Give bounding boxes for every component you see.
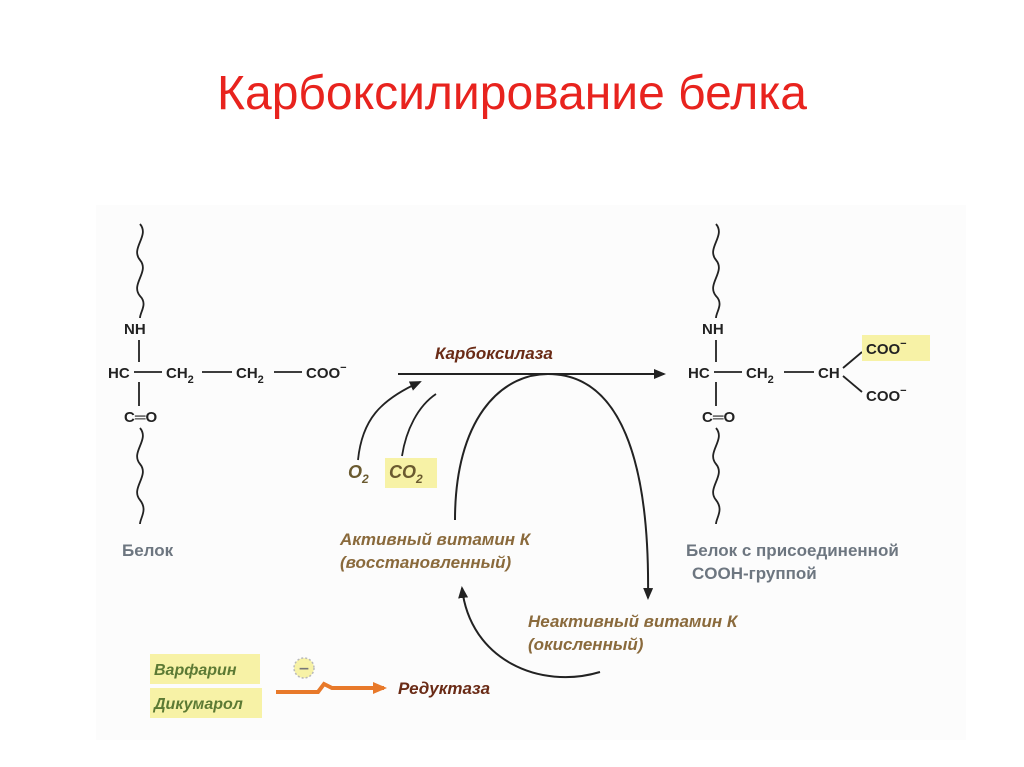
- right-bond-up: [842, 351, 863, 369]
- o2-arrow: [357, 381, 422, 461]
- right-coo-bottom: COO−: [866, 385, 907, 405]
- left-protein-chain-top: [136, 223, 145, 319]
- reductase-label: Редуктаза: [398, 679, 490, 698]
- left-protein-chain-bottom: [136, 427, 145, 525]
- inhibition-minus-sign: −: [298, 661, 310, 677]
- warfarin-label: Варфарин: [154, 662, 237, 679]
- left-ch2a-group: CH2: [166, 365, 194, 386]
- left-ch2b-group: CH2: [236, 365, 264, 386]
- inhibition-minus-icon: [293, 657, 315, 679]
- active-vitamin-label-2: (восстановленный): [340, 553, 512, 572]
- right-protein-chain-top: [712, 223, 721, 319]
- right-ch-label: CH: [818, 365, 840, 382]
- active-vitamin-label-1: Активный витамин К: [339, 530, 532, 549]
- right-protein-label-2: COOH-группой: [692, 564, 817, 583]
- right-hc-label: HC: [688, 365, 710, 382]
- co2-label: CO2: [389, 462, 423, 486]
- inactive-vitamin-label-2: (окисленный): [528, 635, 644, 654]
- left-coo-group: COO−: [306, 362, 347, 382]
- right-bond-down: [842, 375, 863, 393]
- vitamin-regeneration-arrow: [458, 586, 601, 679]
- new-coo-highlight: [862, 335, 930, 361]
- right-nh-label: NH: [702, 321, 724, 338]
- inhibition-arrow: [276, 681, 387, 694]
- left-co-label: C═O: [124, 409, 157, 426]
- right-co-label: C═O: [702, 409, 735, 426]
- vitamin-cycle-arc: [454, 372, 654, 600]
- right-protein-label-1: Белок с присоединенной: [686, 541, 899, 560]
- slide-title: Карбоксилирование белка: [217, 67, 807, 120]
- left-nh-label: NH: [124, 321, 146, 338]
- diagram-panel: [96, 205, 966, 740]
- dicumarol-label: Дикумарол: [152, 696, 243, 713]
- right-ch2-group: CH2: [746, 365, 774, 386]
- left-protein-label: Белок: [122, 541, 174, 560]
- right-coo-top: COO−: [866, 338, 907, 358]
- carboxylase-label: Карбоксилаза: [435, 344, 553, 363]
- co2-arrow: [401, 393, 437, 457]
- right-protein-chain-bottom: [712, 427, 721, 525]
- inactive-vitamin-label-1: Неактивный витамин К: [528, 612, 739, 631]
- o2-label: O2: [348, 462, 369, 486]
- dicumarol-highlight: [150, 688, 262, 718]
- co2-highlight: [385, 458, 437, 488]
- warfarin-highlight: [150, 654, 260, 684]
- left-hc-label: HC: [108, 365, 130, 382]
